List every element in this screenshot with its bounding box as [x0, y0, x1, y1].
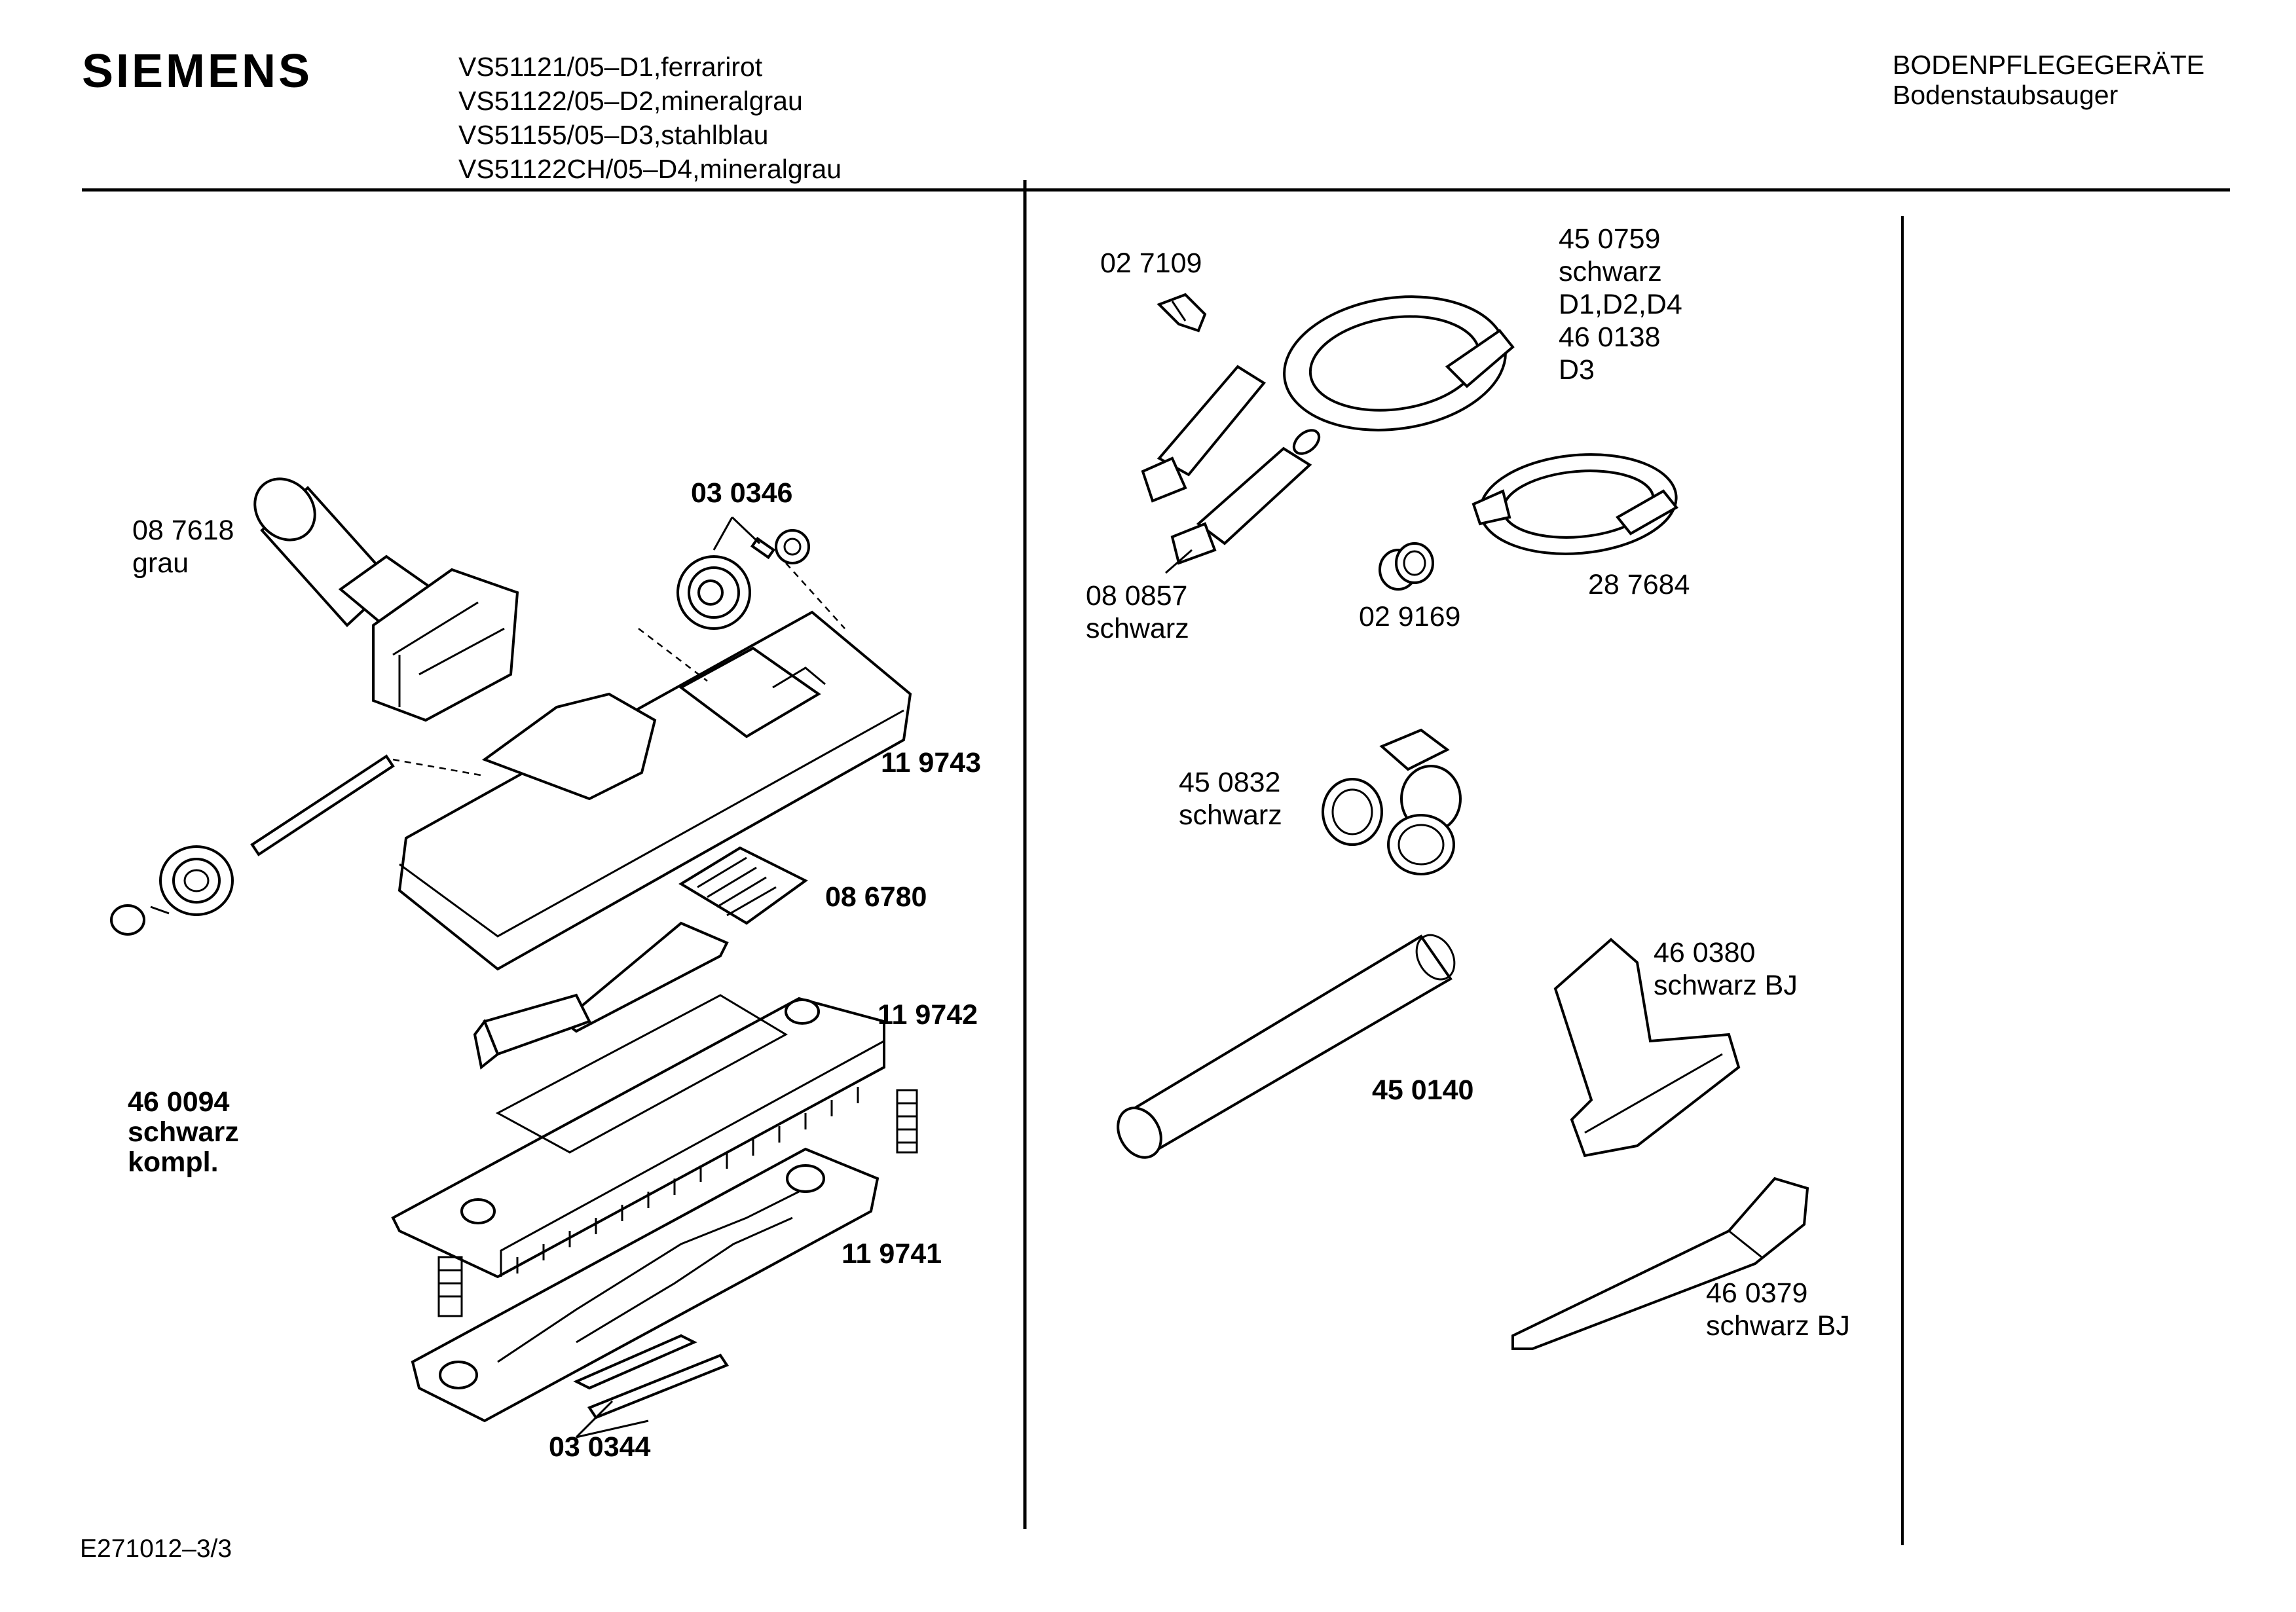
part-number: 08 6780 — [825, 881, 927, 913]
part-086780-drawing — [473, 846, 808, 1070]
label-part-029169: 02 9169 — [1359, 600, 1460, 633]
part-number: 45 0832 — [1179, 767, 1281, 798]
category-subtitle: Bodenstaubsauger — [1893, 80, 2119, 110]
part-alt-number: 46 0138 — [1559, 321, 1661, 353]
model-line: VS51121/05–D1,ferrarirot — [458, 52, 763, 82]
part-080857-drawing — [1165, 429, 1321, 574]
part-number: 46 0094 — [128, 1086, 230, 1118]
label-part-287684: 28 7684 — [1588, 568, 1690, 601]
part-number: 03 0344 — [549, 1431, 651, 1463]
part-number: 28 7684 — [1588, 569, 1690, 600]
part-number: 45 0759 — [1559, 223, 1661, 255]
part-287684-drawing — [1472, 453, 1679, 555]
label-part-030346: 03 0346 — [691, 477, 792, 509]
label-part-119741: 11 9741 — [842, 1237, 942, 1270]
model-list: VS51121/05–D1,ferrarirot VS51122/05–D2,m… — [458, 50, 842, 186]
label-part-460094: 46 0094 schwarz kompl. — [128, 1087, 239, 1177]
part-119743-drawing — [398, 562, 912, 971]
part-variants: D1,D2,D4 — [1559, 289, 1682, 320]
part-note: schwarz — [1179, 799, 1282, 831]
part-number: 08 7618 — [132, 515, 234, 546]
document-reference: E271012–3/3 — [80, 1535, 232, 1563]
part-460380-drawing — [1553, 938, 1741, 1158]
part-number: 11 9743 — [881, 747, 982, 779]
part-number: 45 0140 — [1372, 1074, 1474, 1106]
model-line: VS51122/05–D2,mineralgrau — [458, 86, 803, 116]
part-087618-drawing — [253, 477, 519, 722]
part-027109-drawing — [1157, 293, 1207, 333]
part-number: 08 0857 — [1086, 580, 1188, 612]
model-line: VS51155/05–D3,stahlblau — [458, 120, 769, 150]
category-block: BODENPFLEGEGERÄTE Bodenstaubsauger — [1893, 50, 2204, 110]
part-number: 03 0346 — [691, 477, 793, 509]
label-part-460379: 46 0379 schwarz BJ — [1706, 1277, 1850, 1342]
part-number: 11 9741 — [842, 1238, 942, 1270]
part-number: 46 0379 — [1706, 1277, 1808, 1309]
part-number: 46 0380 — [1654, 937, 1756, 968]
label-part-460380: 46 0380 schwarz BJ — [1654, 936, 1798, 1002]
label-part-119743: 11 9743 — [881, 746, 981, 779]
label-part-119742: 11 9742 — [878, 998, 978, 1031]
label-part-027109: 02 7109 — [1100, 247, 1202, 280]
part-number: 11 9742 — [878, 999, 978, 1031]
part-030346-drawing — [676, 516, 810, 630]
label-part-030344: 03 0344 — [549, 1431, 650, 1463]
part-number: 02 7109 — [1100, 247, 1202, 279]
category-title: BODENPFLEGEGERÄTE — [1893, 50, 2205, 80]
part-note: schwarz — [1086, 613, 1189, 644]
part-029169-drawing — [1379, 542, 1434, 591]
part-note: schwarz BJ — [1654, 970, 1798, 1001]
part-alt-variant: D3 — [1559, 354, 1595, 386]
part-119741-drawing — [411, 1147, 880, 1423]
label-part-450759: 45 0759 schwarz D1,D2,D4 46 0138 D3 — [1559, 223, 1682, 386]
label-part-450140: 45 0140 — [1372, 1074, 1473, 1107]
brand-logo: SIEMENS — [82, 45, 313, 98]
part-450832-drawing — [1322, 728, 1462, 875]
model-line: VS51122CH/05–D4,mineralgrau — [458, 154, 842, 184]
part-note: grau — [132, 547, 189, 579]
label-part-087618: 08 7618 grau — [132, 514, 234, 579]
part-note: schwarz — [128, 1116, 239, 1148]
label-part-080857: 08 0857 schwarz — [1086, 579, 1189, 645]
part-450140-drawing — [1117, 934, 1456, 1159]
part-number: 02 9169 — [1359, 601, 1461, 632]
part-note-2: kompl. — [128, 1146, 219, 1178]
part-460379-drawing — [1511, 1177, 1809, 1350]
part-119742-drawing — [391, 994, 918, 1279]
label-part-450832: 45 0832 schwarz — [1179, 766, 1282, 832]
part-030344-drawing — [573, 1334, 730, 1438]
part-note: schwarz — [1559, 256, 1662, 287]
part-450759-drawing — [1141, 295, 1515, 503]
part-axle-drawing — [110, 754, 485, 936]
label-part-086780: 08 6780 — [825, 881, 927, 913]
part-note: schwarz BJ — [1706, 1310, 1850, 1342]
